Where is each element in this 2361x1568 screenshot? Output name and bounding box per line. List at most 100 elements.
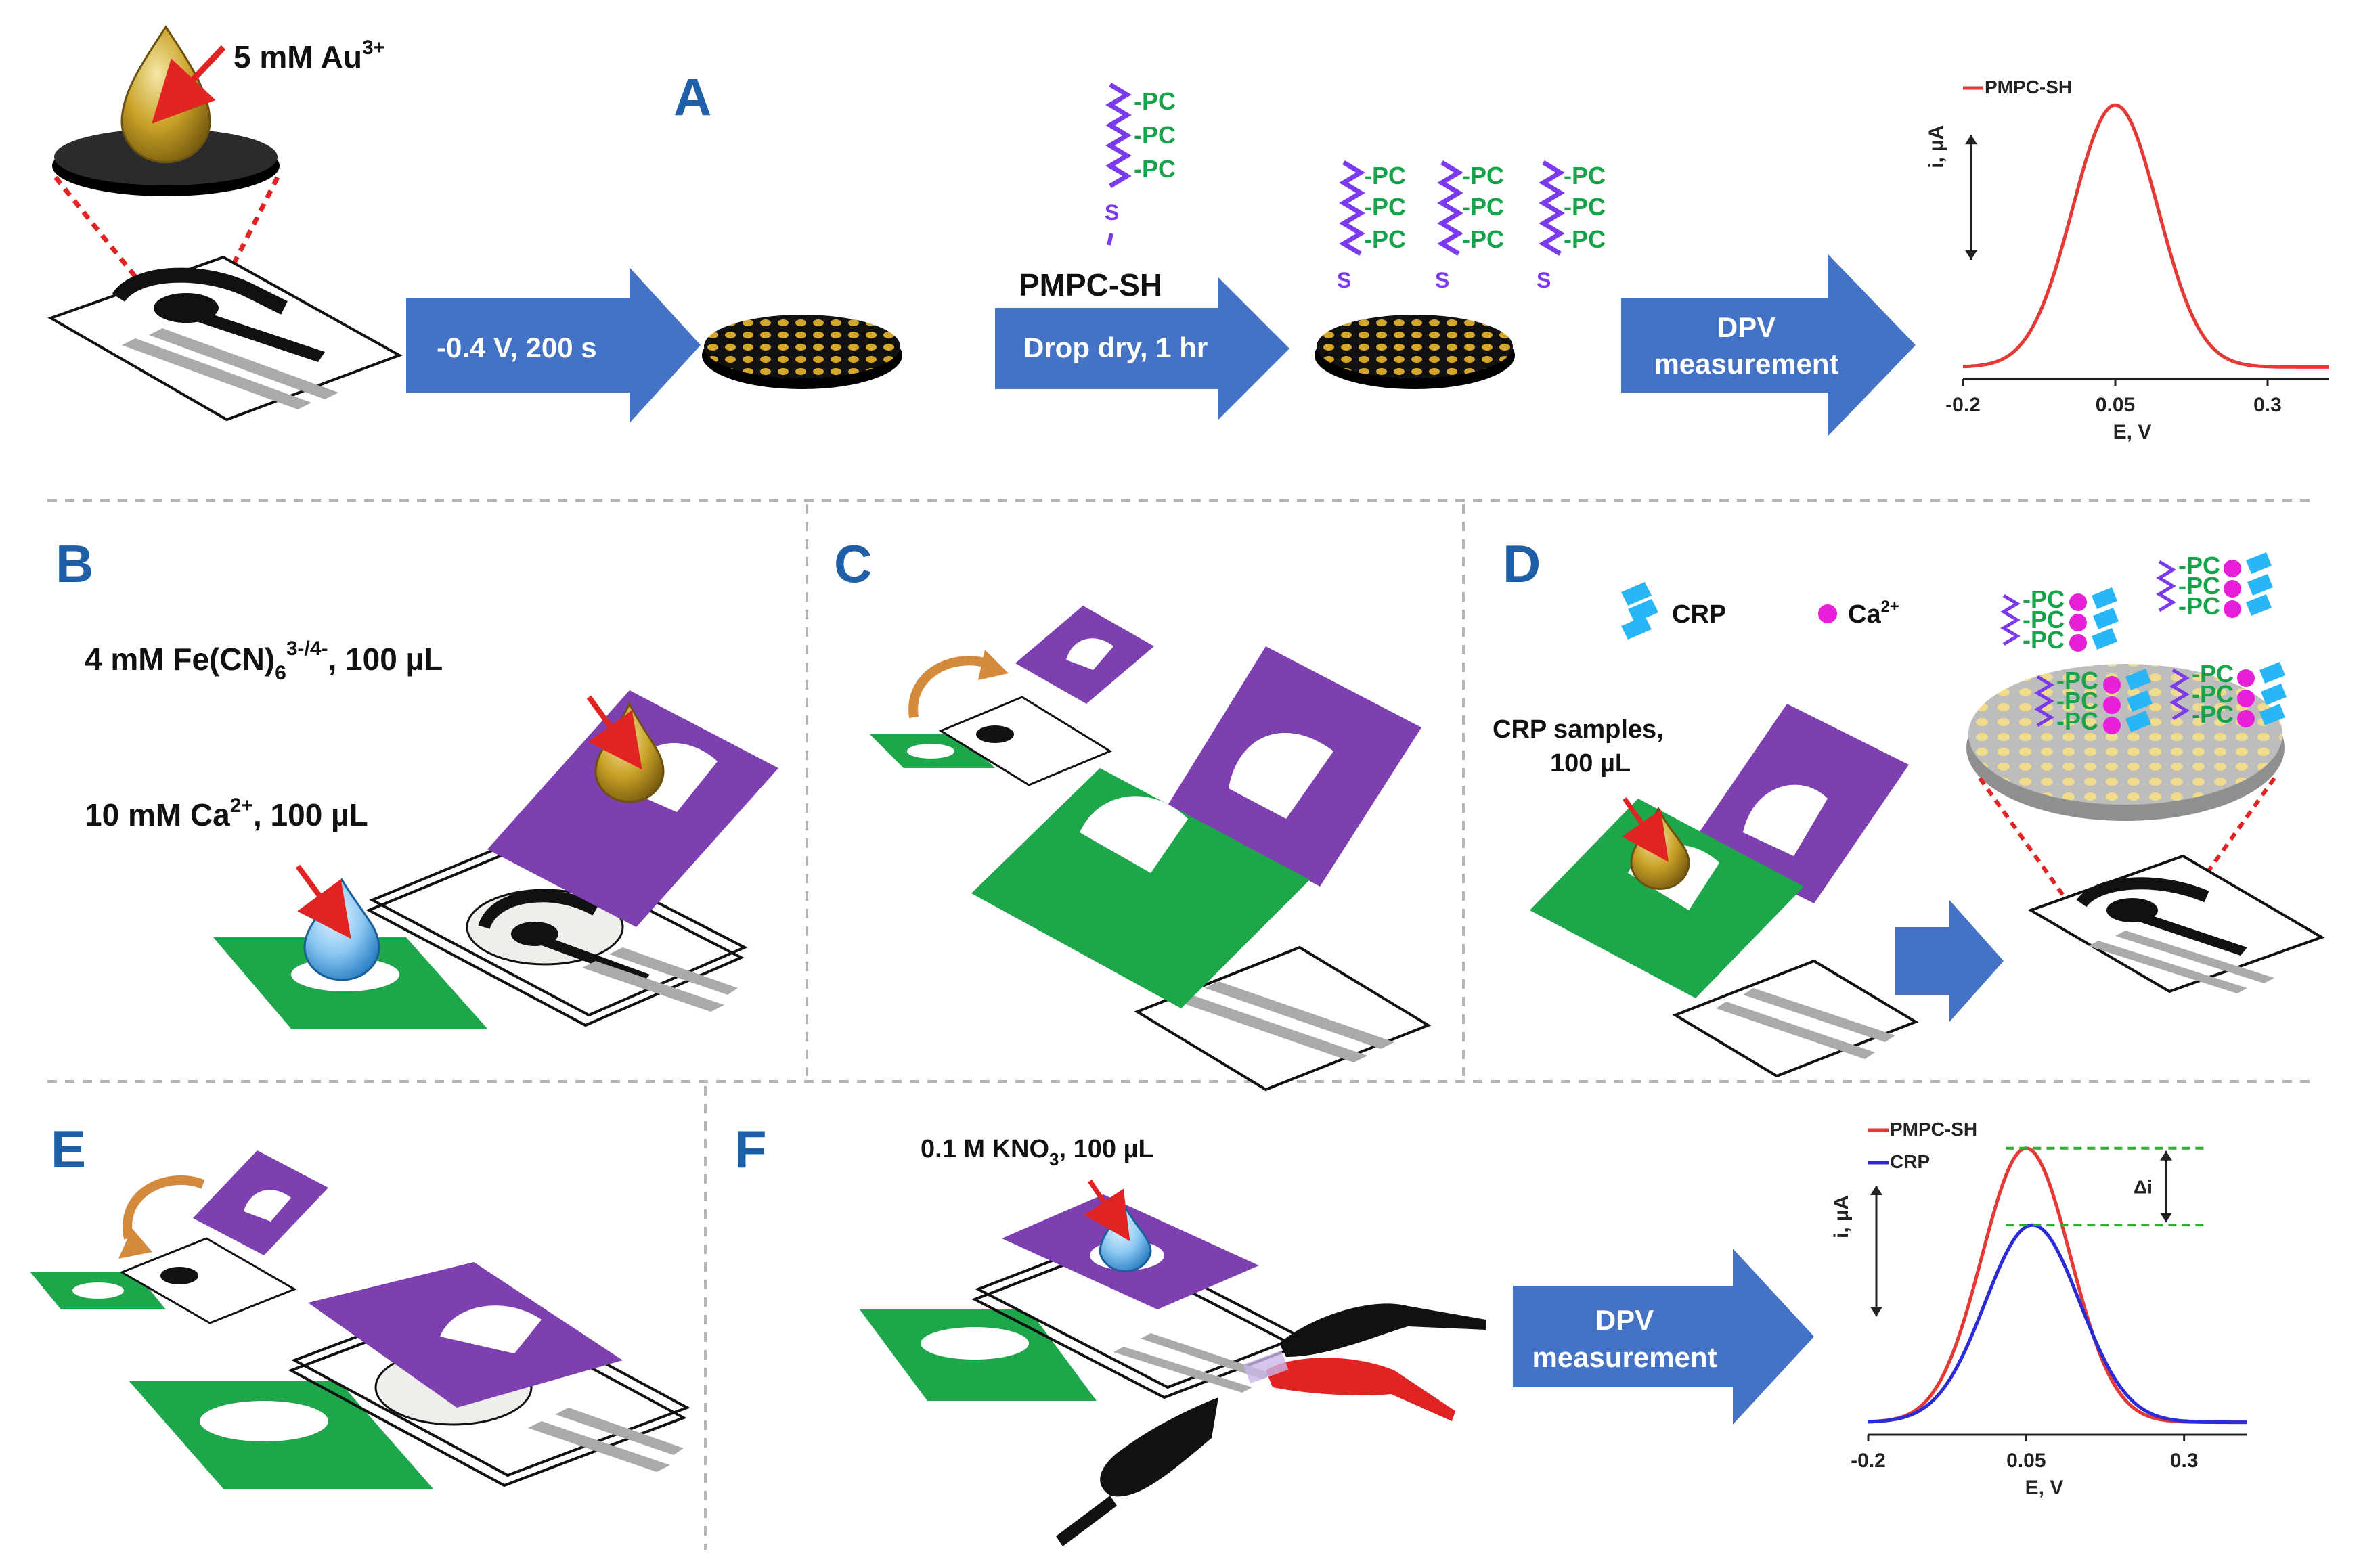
- step-arrow-dpv: DPV measurement: [1621, 254, 1916, 436]
- x-tick-label: 0.3: [2170, 1450, 2199, 1472]
- paper-device-small: [870, 606, 1154, 786]
- svg-text:-PC: -PC: [2178, 552, 2220, 579]
- panel-letter-b: B: [56, 534, 93, 593]
- red-arrow-icon: [295, 864, 351, 939]
- crp-bound-chains: -PC -PC -PC -PC -PC -PC -PC -PC -PC -PC …: [2000, 552, 2287, 735]
- legend-label: CRP: [1890, 1151, 1930, 1172]
- svg-text:S: S: [1337, 268, 1351, 292]
- crp-legend-label: CRP: [1672, 600, 1726, 629]
- red-arrow-icon: [1622, 797, 1669, 862]
- step-arrow-d: [1895, 900, 2004, 1022]
- legend-label: PMPC-SH: [1890, 1119, 1977, 1140]
- svg-text:4 mM Fe(CN)63-/4-, 100 µL: 4 mM Fe(CN)63-/4-, 100 µL: [85, 637, 443, 684]
- crp-legend-icon: [1621, 582, 1658, 640]
- step-arrow-dpv-f: DPV measurement: [1513, 1249, 1814, 1425]
- svg-text:Ca2+: Ca2+: [1848, 598, 1899, 629]
- electrode-lead-clips: [1056, 1303, 1486, 1546]
- svg-text:-PC: -PC: [2056, 707, 2098, 735]
- pmpc-chain-array: -PC -PC -PC -PC -PC -PC -PC -PC -PC S S …: [1337, 160, 1606, 292]
- svg-text:-PC: -PC: [2192, 700, 2234, 728]
- paper-device-folded-e: [129, 1262, 690, 1489]
- svg-text:0.1 M KNO3, 100 µL: 0.1 M KNO3, 100 µL: [921, 1135, 1154, 1169]
- paper-device-closed: [971, 646, 1432, 1092]
- zoom-lines: [53, 175, 280, 300]
- aunp-disk-1: [702, 315, 902, 389]
- fe-sup: 3-/4-: [286, 637, 328, 660]
- pc-label: -PC: [1134, 155, 1176, 183]
- delta-label: Δi: [2134, 1176, 2153, 1197]
- y-scale-arrow-head: [1870, 1186, 1882, 1195]
- paper-device-measure: [860, 1194, 1303, 1401]
- dpv-label-line1: DPV: [1717, 311, 1775, 343]
- x-tick-label: -0.2: [1851, 1450, 1886, 1472]
- red-arrow-icon: [586, 695, 642, 770]
- pmpc-sh-title: PMPC-SH: [1019, 267, 1162, 303]
- svg-text:-PC: -PC: [2056, 667, 2098, 694]
- step-deposition-label: -0.4 V, 200 s: [437, 332, 597, 363]
- x-tick-label: 0.05: [2096, 394, 2135, 416]
- svg-text:-PC: -PC: [1364, 162, 1406, 189]
- fold-arrow-head: [978, 650, 1009, 680]
- pc-label: -PC: [1134, 87, 1176, 115]
- svg-text:-PC: -PC: [2192, 660, 2234, 688]
- x-axis-label: E, V: [2025, 1477, 2064, 1499]
- svg-text:-PC: -PC: [1462, 193, 1504, 221]
- dpv-label-line2: measurement: [1532, 1341, 1717, 1373]
- panel-letter-c: C: [834, 534, 872, 593]
- panel-letter-d: D: [1503, 534, 1541, 593]
- ca-sup: 2+: [230, 794, 253, 817]
- svg-text:-PC: -PC: [1564, 225, 1606, 253]
- red-arrow-icon: [1084, 1180, 1130, 1242]
- thiol-s-label: S: [1105, 200, 1119, 225]
- pmpc-chain-single: -PC -PC -PC S: [1105, 82, 1176, 246]
- panel-letter-a: A: [674, 67, 711, 127]
- fold-arrow-head: [118, 1228, 152, 1259]
- ca-label: 10 mM Ca: [85, 797, 230, 832]
- svg-text:-PC: -PC: [2023, 626, 2065, 654]
- svg-text:-PC: -PC: [1462, 225, 1504, 253]
- y-scale-arrow-head: [1965, 135, 1977, 145]
- step-arrow-deposition: -0.4 V, 200 s: [406, 267, 701, 423]
- kno-sub: 3: [1049, 1149, 1059, 1169]
- y-axis-label: i, µA: [1925, 125, 1947, 169]
- series-line: [1868, 1223, 2247, 1425]
- fe-tail: , 100 µL: [328, 642, 443, 677]
- delta-arrow-head: [2160, 1150, 2172, 1161]
- step-dropdry-label: Drop dry, 1 hr: [1023, 332, 1208, 363]
- series-line: [1868, 1146, 2247, 1425]
- dpv-label-line2: measurement: [1654, 348, 1838, 380]
- svg-text:-PC: -PC: [2192, 680, 2234, 708]
- panel-letter-e: E: [51, 1119, 86, 1179]
- au-charge: 3+: [362, 37, 385, 59]
- x-tick-label: -0.2: [1945, 394, 1981, 416]
- kno-tail: , 100 µL: [1059, 1135, 1154, 1163]
- dpv-chart-f: -0.2 0.05 0.3 E, V i, µA PMPC-SH CRP Δi: [1830, 1119, 2247, 1499]
- svg-text:-PC: -PC: [2023, 585, 2065, 613]
- svg-text:-PC: -PC: [2056, 687, 2098, 715]
- svg-text:S: S: [1435, 268, 1449, 292]
- ca-legend-label: Ca: [1848, 600, 1881, 629]
- crp-samples-line2: 100 µL: [1550, 749, 1631, 778]
- legend-label: PMPC-SH: [1985, 76, 2072, 97]
- separator-lines: [47, 499, 2315, 1550]
- paper-device-open: [213, 690, 778, 1029]
- y-scale-arrow-head: [1965, 250, 1977, 260]
- x-tick-label: 0.3: [2253, 394, 2282, 416]
- pc-label: -PC: [1134, 121, 1176, 149]
- ca-tail: , 100 µL: [253, 797, 368, 832]
- y-axis-label: i, µA: [1830, 1195, 1853, 1238]
- ca-legend-icon: [1818, 604, 1837, 623]
- screen-printed-electrode: [47, 255, 403, 422]
- modified-electrode-disk: [1315, 315, 1515, 389]
- x-tick-label: 0.05: [2006, 1450, 2046, 1472]
- svg-text:-PC: -PC: [1462, 162, 1504, 189]
- gold-droplet-icon: [120, 25, 211, 164]
- y-scale-arrow-head: [1870, 1307, 1882, 1317]
- delta-arrow-head: [2160, 1213, 2172, 1223]
- svg-text:-PC: -PC: [1564, 162, 1606, 189]
- au-label: 5 mM Au: [234, 39, 362, 74]
- svg-text:10 mM Ca2+, 100 µL: 10 mM Ca2+, 100 µL: [85, 794, 368, 832]
- svg-text:5 mM Au3+: 5 mM Au3+: [234, 37, 385, 74]
